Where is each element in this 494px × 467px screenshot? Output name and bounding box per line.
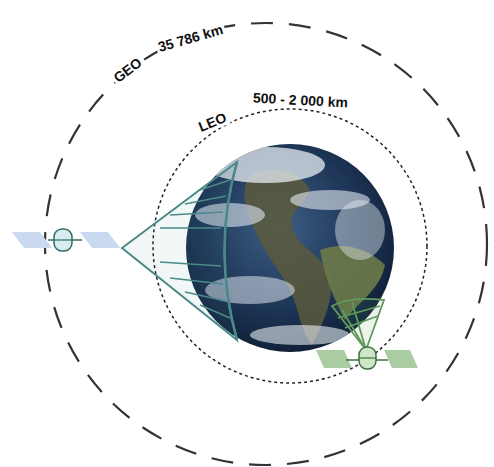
orbit-name: GEO bbox=[109, 53, 147, 87]
geo-satellite bbox=[12, 229, 120, 251]
geo-beam bbox=[122, 162, 237, 340]
leo-beam bbox=[332, 299, 384, 350]
orbit-name: LEO bbox=[194, 108, 230, 135]
leo-satellite bbox=[316, 347, 418, 369]
orbit-altitude: 35 786 km bbox=[154, 21, 227, 56]
geo-orbit bbox=[45, 23, 487, 465]
orbit-altitude: 500 - 2 000 km bbox=[251, 89, 351, 110]
